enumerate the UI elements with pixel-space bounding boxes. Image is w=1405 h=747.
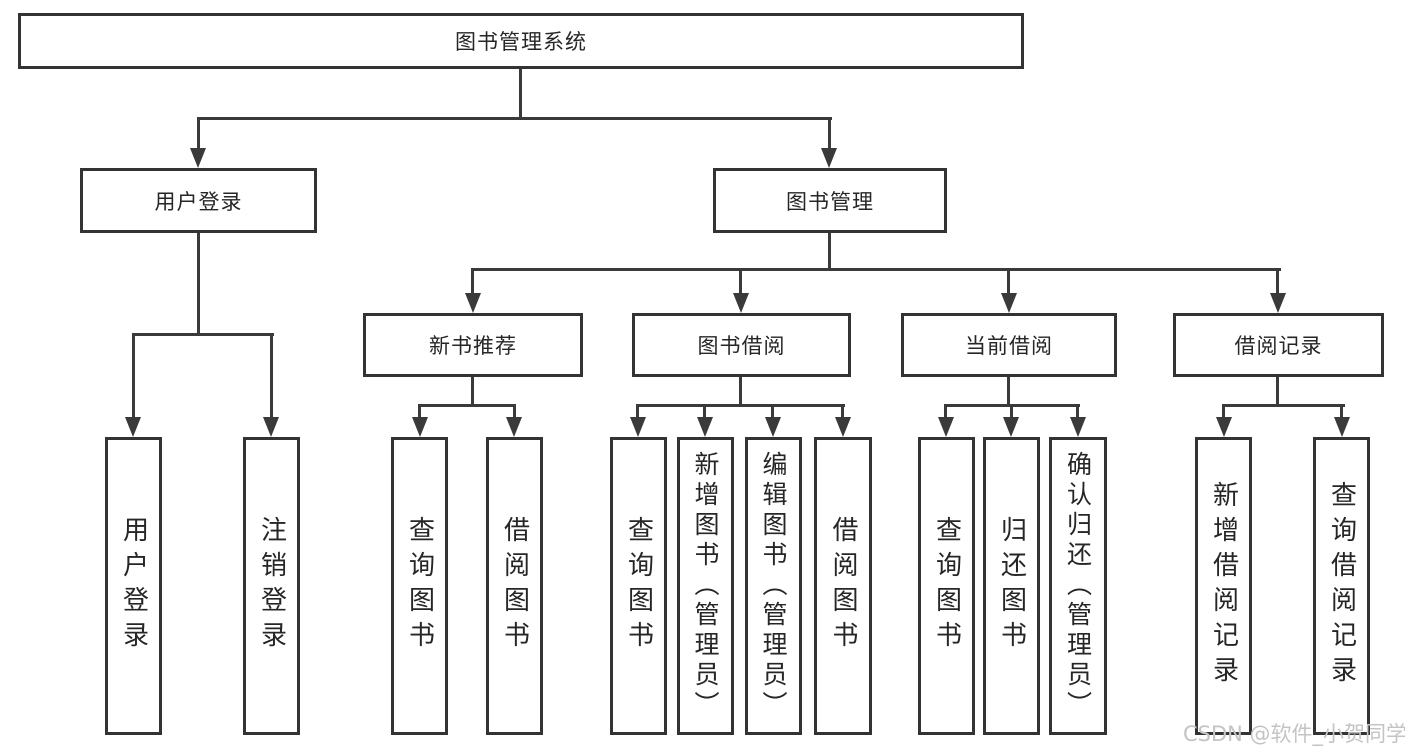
connector-arrowhead [1270,293,1286,313]
connector-arrowhead [190,148,206,168]
connector-line [828,233,831,270]
connector-line [739,377,742,406]
node-label: 查询图书 [623,516,654,656]
connector-line [270,333,273,419]
node-borrow-books-borrowing: 借阅图书 [814,437,872,735]
connector-line [636,404,845,407]
node-label: 新书推荐 [429,334,517,358]
connector-line [944,404,947,419]
connector-line [197,233,200,335]
node-label: 归还图书 [996,516,1027,656]
connector-arrowhead [765,417,781,437]
node-return-books: 归还图书 [983,437,1040,735]
connector-arrowhead [1070,417,1086,437]
connector-line [471,377,474,406]
node-query-books-borrowing: 查询图书 [610,437,667,735]
connector-line [703,404,706,419]
connector-line [197,117,200,150]
connector-line [197,117,832,120]
node-library-management-system: 图书管理系统 [18,13,1024,69]
connector-line [513,404,516,419]
connector-arrowhead [263,417,279,437]
connector-line [1010,404,1013,419]
node-add-borrowing-record: 新增借阅记录 [1195,437,1252,735]
node-query-books-recommend: 查询图书 [391,437,448,735]
connector-line [1076,404,1079,419]
node-user-login-leaf: 用户登录 [105,437,162,735]
node-label: 新增图书（管理员） [691,451,720,721]
node-new-book-recommendation: 新书推荐 [363,313,583,377]
node-label: 借阅记录 [1234,334,1323,358]
node-label: 借阅图书 [828,516,858,656]
node-borrow-books-recommend: 借阅图书 [486,437,543,735]
connector-line [1007,268,1010,295]
connector-arrowhead [938,417,954,437]
node-label: 编辑图书（管理员） [759,451,788,721]
node-label: 图书管理 [786,189,874,214]
connector-arrowhead [465,293,481,313]
node-edit-book-admin: 编辑图书（管理员） [745,437,802,735]
connector-line [418,404,421,419]
node-add-book-admin: 新增图书（管理员） [677,437,734,735]
node-label: 图书借阅 [697,334,786,358]
node-label: 用户登录 [154,189,243,214]
connector-arrowhead [835,417,851,437]
connector-arrowhead [412,417,428,437]
connector-line [771,404,774,419]
node-label: 查询图书 [404,516,435,656]
connector-line [132,333,135,419]
connector-line [132,333,274,336]
connector-line [519,69,522,119]
node-label: 借阅图书 [499,516,530,656]
connector-arrowhead [697,417,713,437]
node-logout: 注销登录 [243,437,300,735]
node-query-books-current: 查询图书 [918,437,975,735]
connector-arrowhead [1003,417,1019,437]
node-label: 注销登录 [256,516,287,656]
connector-arrowhead [630,417,646,437]
node-label: 当前借阅 [965,334,1053,358]
connector-line [739,268,742,295]
node-label: 确认归还（管理员） [1063,451,1093,721]
connector-arrowhead [1216,417,1232,437]
node-label: 查询借阅记录 [1326,481,1357,691]
connector-line [841,404,844,419]
connector-line [828,117,831,150]
connector-line [1340,404,1343,419]
connector-line [1276,377,1279,406]
node-query-borrowing-record: 查询借阅记录 [1313,437,1370,735]
node-label: 用户登录 [118,516,149,656]
connector-line [471,268,474,295]
connector-arrowhead [1001,293,1017,313]
connector-arrowhead [125,417,141,437]
node-user-login-branch: 用户登录 [80,168,317,233]
node-borrowing-records: 借阅记录 [1173,313,1384,377]
connector-arrowhead [506,417,522,437]
connector-arrowhead [733,293,749,313]
connector-line [1276,268,1279,295]
node-label: 新增借阅记录 [1208,481,1239,691]
connector-arrowhead [821,148,837,168]
node-book-management-branch: 图书管理 [713,168,947,233]
connector-line [636,404,639,419]
node-current-borrowing: 当前借阅 [901,313,1117,377]
connector-line [418,404,516,407]
connector-line [1222,404,1225,419]
csdn-watermark: CSDN @软件_小贺同学 [1183,722,1405,746]
connector-line [471,268,1281,271]
node-book-borrowing: 图书借阅 [632,313,851,377]
node-label: 查询图书 [931,516,962,656]
node-label: 图书管理系统 [455,30,587,54]
connector-line [1007,377,1010,406]
connector-line [1222,404,1345,407]
connector-arrowhead [1334,417,1350,437]
node-confirm-return-admin: 确认归还（管理员） [1049,437,1107,735]
